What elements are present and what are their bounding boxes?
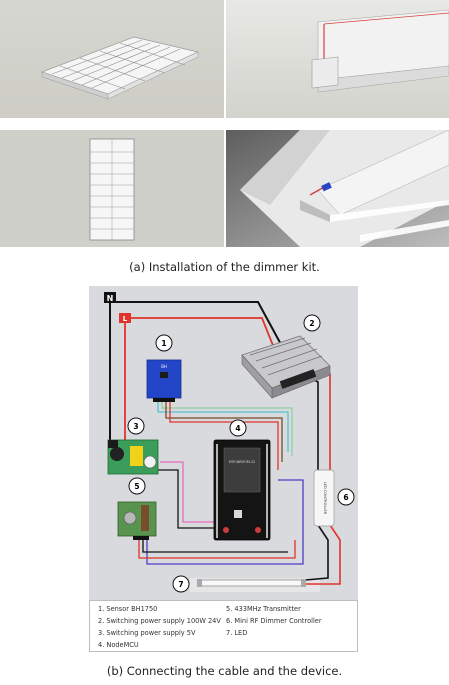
marker-3: 3 [127,417,145,435]
svg-text:6: 6 [343,493,348,502]
legend-item: 4. NodeMCU [98,641,139,649]
marker-6: 6 [337,488,355,506]
legend-item: 3. Switching power supply 5V [98,629,196,637]
marker-1: 1 [155,334,173,352]
svg-text:3: 3 [133,422,138,431]
led-wires [304,524,341,585]
photo-rail-closeup [226,0,449,118]
photo-fixture-topview [0,130,224,247]
legend-item: 1. Sensor BH1750 [98,605,158,613]
marker-5: 5 [128,477,146,495]
mcu-label: ESP-WROOM-32 [229,460,255,464]
marker-2: 2 [303,314,321,332]
neutral-tag: N [104,292,116,303]
live-tag: L [119,313,131,323]
svg-text:2: 2 [309,319,314,328]
led-tube [197,579,306,587]
legend-item: 6. Mini RF Dimmer Controller [226,617,322,625]
sensor-label: BH [161,364,167,369]
svg-text:4: 4 [235,424,240,433]
sensor-wires [157,402,293,470]
nodemcu: ESP-WROOM-32 [213,439,271,541]
caption-a: (a) Installation of the dimmer kit. [129,260,320,274]
mcu-wires [138,461,304,565]
rf-transmitter [117,501,157,540]
legend-item: 7. LED [226,629,248,637]
power-supply-24v [241,335,331,399]
svg-text:L: L [123,315,128,323]
svg-text:7: 7 [178,580,183,589]
dimmer-controller: LED CONTROLLER [313,469,335,527]
wiring-diagram: BH ESP-WROOM-32 LED CONTROLLER [89,286,358,600]
caption-b: (b) Connecting the cable and the device. [106,664,343,678]
marker-4: 4 [229,419,247,437]
legend-item: 2. Switching power supply 100W 24V [98,617,221,625]
photo-fixture-perspective [0,0,224,118]
dimmer-label: LED CONTROLLER [323,482,327,515]
svg-text:5: 5 [134,482,139,491]
svg-text:1: 1 [161,339,166,348]
sensor-bh1750: BH [146,359,182,402]
svg-text:N: N [107,294,114,303]
marker-7: 7 [172,575,190,593]
legend-item: 5. 433MHz Transmitter [226,605,301,613]
legend: 1. Sensor BH1750 2. Switching power supp… [89,600,358,652]
install-photo-grid [0,0,449,247]
photo-controller-mounted [226,129,449,247]
power-supply-5v [107,439,159,475]
